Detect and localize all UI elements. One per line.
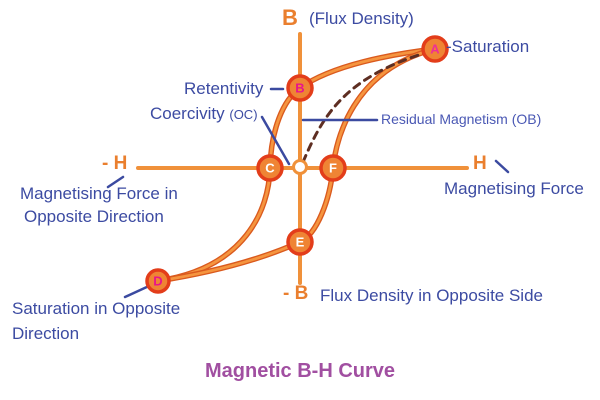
- b-axis-label: B: [282, 5, 298, 30]
- coercivity-label: Coercivity (OC): [150, 104, 258, 124]
- saturation-opposite-pointer-line: [123, 284, 151, 299]
- neg-h-axis-label: - H: [102, 153, 128, 174]
- point-marker-f: F: [319, 154, 347, 182]
- neg-b-axis-label: - B: [283, 283, 309, 304]
- point-letter-d: D: [153, 274, 162, 289]
- point-letter-b: B: [295, 81, 304, 96]
- residual-magnetism-label: Residual Magnetism (OB): [381, 111, 542, 127]
- neg-b-axis-caption: Flux Density in Opposite Side: [320, 286, 543, 305]
- h-pointer-line: [494, 159, 510, 174]
- saturation-opposite-label-line1: Saturation in Opposite: [12, 299, 181, 318]
- point-marker-d: D: [145, 268, 171, 294]
- origin-marker: [292, 159, 308, 175]
- hysteresis-lower-curve: [156, 47, 437, 283]
- coercivity-pointer-line: [260, 115, 291, 166]
- point-marker-e: E: [286, 228, 314, 256]
- hysteresis-upper-curve: [156, 47, 437, 283]
- point-letter-a: A: [430, 42, 440, 57]
- h-axis-caption: Magnetising Force: [444, 179, 584, 198]
- b-axis-caption: (Flux Density): [309, 9, 414, 28]
- point-letter-f: F: [329, 161, 337, 176]
- saturation-label: -Saturation: [446, 37, 530, 56]
- saturation-opposite-label-line2: Direction: [12, 324, 80, 343]
- neg-h-pointer-line: [106, 175, 125, 189]
- initial-magnetisation-dashed-curve: [301, 50, 430, 164]
- coercivity-label-suffix: (OC): [229, 107, 258, 122]
- point-letter-e: E: [296, 235, 305, 250]
- point-marker-a: A: [421, 35, 449, 63]
- neg-h-axis-caption-line2: Opposite Direction: [24, 207, 164, 226]
- h-axis-label: H: [473, 153, 487, 174]
- retentivity-label: Retentivity: [184, 79, 264, 98]
- coercivity-label-main: Coercivity: [150, 104, 225, 123]
- diagram-title: Magnetic B-H Curve: [204, 360, 396, 382]
- point-letter-c: C: [265, 161, 275, 176]
- point-marker-c: C: [256, 154, 284, 182]
- point-marker-b: B: [286, 74, 314, 102]
- neg-h-axis-caption-line1: Magnetising Force in: [20, 184, 178, 203]
